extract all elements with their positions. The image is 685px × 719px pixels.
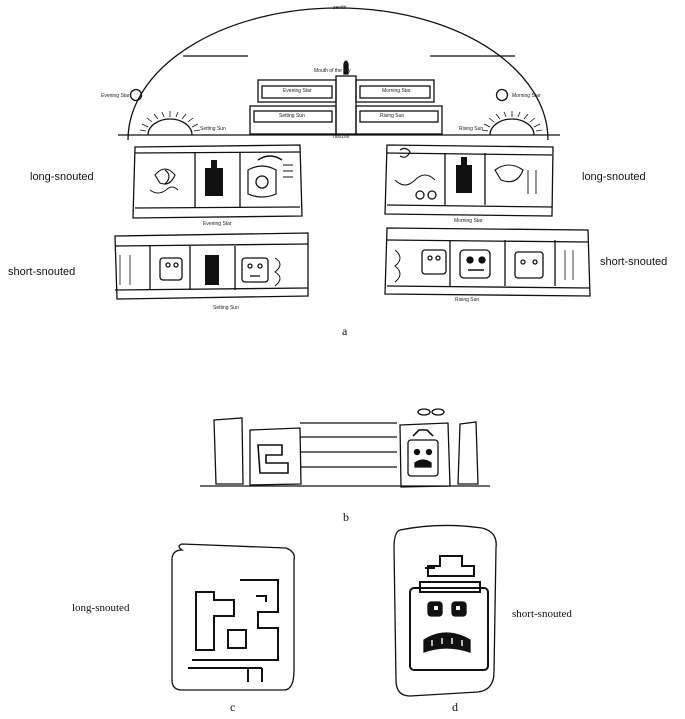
d-outer-block [393,524,497,697]
evening-star-label: Evening Star [101,93,130,99]
morning-star-temple-label: Morning Star [382,88,411,94]
sky-arc [127,7,549,141]
left-short-snouted-panel [114,232,309,300]
rising-sun-disc [489,118,535,136]
right-long-snouted-panel [384,144,554,217]
panel-letter-c: c [230,700,236,714]
evening-star-disc [129,88,143,102]
horizon-label: horizon [333,134,350,140]
setting-sun-temple-label: Setting Sun [279,113,305,119]
rising-sun-bottom-label: Rising Sun [455,297,480,303]
setting-sun-bottom-label: Setting Sun [213,305,239,311]
morning-star-label: Morning Star [512,93,541,99]
left-long-snouted-panel [132,144,303,219]
setting-sun-horizon-label: Setting Sun [200,126,226,132]
b-short-snouted-face [407,439,439,477]
d-headdress [419,555,481,593]
left-long-snouted-label: long-snouted [30,171,94,183]
evening-star-mid-label: Evening Star [203,221,232,227]
morning-star-mid-label: Morning Star [454,218,483,224]
b-long-snouted-glyph [257,444,289,474]
panel-letter-d: d [452,700,458,714]
figure-d [393,524,497,697]
right-short-snouted-label: short-snouted [600,256,668,268]
sky-diagram [118,7,560,141]
b-left-slab [213,417,244,485]
right-long-snouted-label: long-snouted [582,171,646,183]
d-face-frame [409,587,489,671]
mouth-of-sky-figure [343,60,349,75]
figure-c [171,543,295,691]
morning-star-disc [495,88,509,102]
c-outer-block [171,543,295,691]
panel-letter-b: b [343,510,349,524]
b-short-snouted-block [399,422,451,488]
b-top-pebble-1 [417,408,431,416]
figure-b [200,408,490,488]
c-long-snout-glyph [188,579,279,682]
b-long-snouted-block [249,427,302,486]
zenith-label: zenith [333,5,347,11]
right-short-snouted-panel [384,227,591,297]
d-short-snouted-label: short-snouted [512,608,572,620]
panel-letter-a: a [342,324,348,338]
central-temple [249,60,443,135]
left-short-snouted-label: short-snouted [8,266,76,278]
d-mouth [423,632,471,653]
mouth-of-sky-label: Mouth of the sky [314,68,351,74]
d-face [423,601,471,653]
b-top-pebble-2 [431,408,445,416]
rising-sun-temple-label: Rising Sun [380,113,405,119]
sun-rays-right [481,111,543,132]
rising-sun-horizon-label: Rising Sun [459,126,484,132]
c-long-snouted-label: long-snouted [72,602,130,614]
evening-star-temple-label: Evening Star [283,88,312,94]
setting-sun-disc [147,118,193,136]
sun-rays-left [139,111,201,132]
b-right-slab [457,421,479,485]
